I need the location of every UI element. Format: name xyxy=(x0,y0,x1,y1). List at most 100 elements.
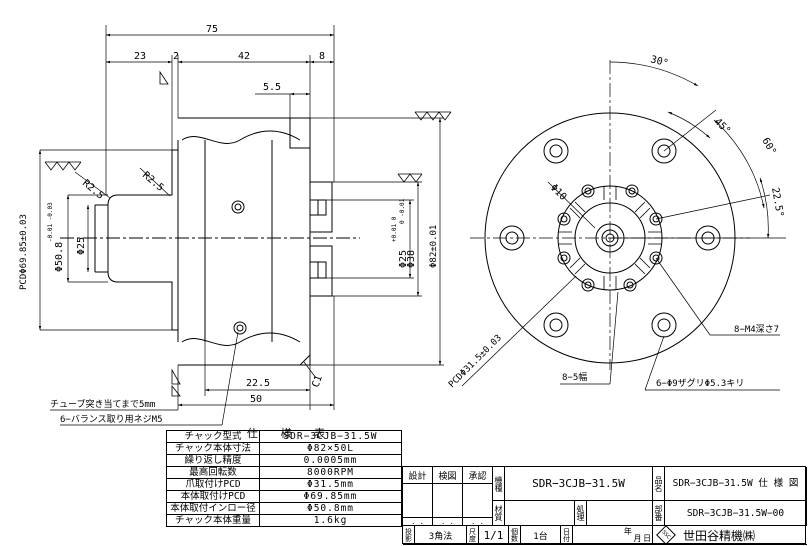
quantity-value: 1台 xyxy=(521,526,561,545)
spec-value: Φ82×50L xyxy=(259,442,402,455)
pcd-31-5-label: PCDΦ31.5±0.03 xyxy=(447,333,504,390)
date-year: 年 xyxy=(623,527,632,536)
design-label: 設計 xyxy=(403,467,433,484)
dots-2: . . xyxy=(433,518,463,526)
side-view-dimensions xyxy=(38,25,444,426)
spec-value: Φ50.8mm xyxy=(259,502,402,515)
m4-note: 8−M4深さ7 xyxy=(734,324,779,335)
buban-label: 部番 xyxy=(653,501,665,526)
treatment-label: 処理 xyxy=(575,501,587,526)
scale-label: 尺度 xyxy=(467,526,479,545)
spec-value: 8000RPM xyxy=(259,466,402,479)
chuck-body-outline xyxy=(178,117,311,366)
kishu-value: SDR−3CJB−31.5W xyxy=(505,467,653,501)
approve-label: 承認 xyxy=(463,467,493,484)
spec-label: チャック本体寸法 xyxy=(166,442,260,455)
body-front-wavy xyxy=(181,130,301,144)
approve-sign xyxy=(463,484,493,518)
dim-2: 2 xyxy=(173,51,179,62)
phi-38-tolerance: 0 -0.01 xyxy=(399,198,406,224)
tube-note: チューブ突き当てまで5mm xyxy=(50,398,155,410)
phi-82-label: Φ82±0.01 xyxy=(429,225,439,268)
radius-label-1: R2.5 xyxy=(80,178,106,202)
m4-holes xyxy=(557,184,663,292)
design-sign xyxy=(403,484,433,518)
dots-3: . . xyxy=(463,518,493,526)
scale-value: 1/1 xyxy=(479,526,509,545)
material-value xyxy=(505,501,575,526)
counterbore-holes xyxy=(499,138,721,338)
kishu-label: 機種 xyxy=(493,467,505,501)
angle-22-5: 22.5° xyxy=(769,187,785,219)
phi-25-right-label: Φ25 xyxy=(398,250,409,268)
spec-label: 本体取付インロー径 xyxy=(166,502,260,515)
dim-23: 23 xyxy=(134,51,146,62)
chamfer-label: C1 xyxy=(310,374,324,389)
date-day: 日 xyxy=(643,534,652,543)
jaw-lower xyxy=(309,245,333,297)
slot-note: 8−5幅 xyxy=(562,371,587,383)
dim-8: 8 xyxy=(319,51,325,62)
spec-value: SDR−3CJB−31.5W xyxy=(259,430,402,443)
front-view-dimensions xyxy=(461,61,786,391)
check-sign xyxy=(433,484,463,518)
date-label: 日付 xyxy=(561,526,573,545)
dim-42: 42 xyxy=(238,51,250,62)
dim-22-5: 22.5 xyxy=(246,378,270,389)
date-value: 年 月 日 xyxy=(573,526,653,545)
spec-value: 1.6kg xyxy=(259,514,402,527)
spec-value: 0.0005mm xyxy=(259,454,402,467)
spec-value: Φ69.85mm xyxy=(259,490,402,503)
phi-25-label: Φ25 xyxy=(76,237,87,255)
quantity-label: 個数 xyxy=(509,526,521,545)
angle-30: 30° xyxy=(649,54,669,69)
company-name: 世田谷精機㈱ xyxy=(683,528,756,543)
pcd-69-85-label: PCDΦ69.85±0.03 xyxy=(19,214,29,290)
dots-1: . . xyxy=(403,518,433,526)
material-label: 材質 xyxy=(493,501,505,526)
radius-label-2: R2.5 xyxy=(140,170,166,194)
date-month: 月 xyxy=(633,534,642,543)
hinmei-label: 品名 xyxy=(653,467,665,501)
slots xyxy=(558,186,662,290)
spec-label: 繰り返し精度 xyxy=(166,454,260,467)
phi-25-right-tolerance: +0.01 0 xyxy=(391,216,398,242)
counterbore-note: 6−Φ9ザグリΦ5.3キリ xyxy=(656,377,744,389)
title-block: 設計 検図 承認 . . . . . . 機種 SDR−3CJB−31.5W 材… xyxy=(402,466,807,545)
balance-screw-bottom xyxy=(233,321,247,335)
spec-label: チャック型式 xyxy=(166,430,260,443)
spec-label: 最高回転数 xyxy=(166,466,260,479)
buban-value: SDR−3CJB−31.5W−00 xyxy=(665,501,807,526)
balance-note: 6−バランス取り用ネジM5 xyxy=(60,414,163,425)
check-label: 検図 xyxy=(433,467,463,484)
angle-45: 45° xyxy=(712,116,733,137)
projection-value: 3角法 xyxy=(415,526,467,545)
phi-38-label: Φ38 xyxy=(406,250,417,268)
finish-marks xyxy=(44,70,452,397)
jaw-upper xyxy=(309,181,333,233)
dim-5-5: 5.5 xyxy=(263,82,281,93)
balance-screw-top xyxy=(231,200,245,214)
hinmei-value: SDR−3CJB−31.5W 仕 様 図 xyxy=(665,467,807,501)
spec-label: チャック本体重量 xyxy=(166,514,260,527)
spec-label: 本体取付けPCD xyxy=(166,490,260,503)
company-mark-logo: SSC xyxy=(656,526,676,544)
treatment-value xyxy=(587,501,653,526)
spec-label: 爪取付けPCD xyxy=(166,478,260,491)
side-view xyxy=(60,117,360,366)
front-view xyxy=(470,60,750,370)
dim-50: 50 xyxy=(250,394,262,405)
company-cell: SSC 世田谷精機㈱ xyxy=(653,526,807,545)
phi-10-label: Φ10 xyxy=(548,182,569,203)
phi-50-8-label: Φ50.8 xyxy=(54,242,65,272)
